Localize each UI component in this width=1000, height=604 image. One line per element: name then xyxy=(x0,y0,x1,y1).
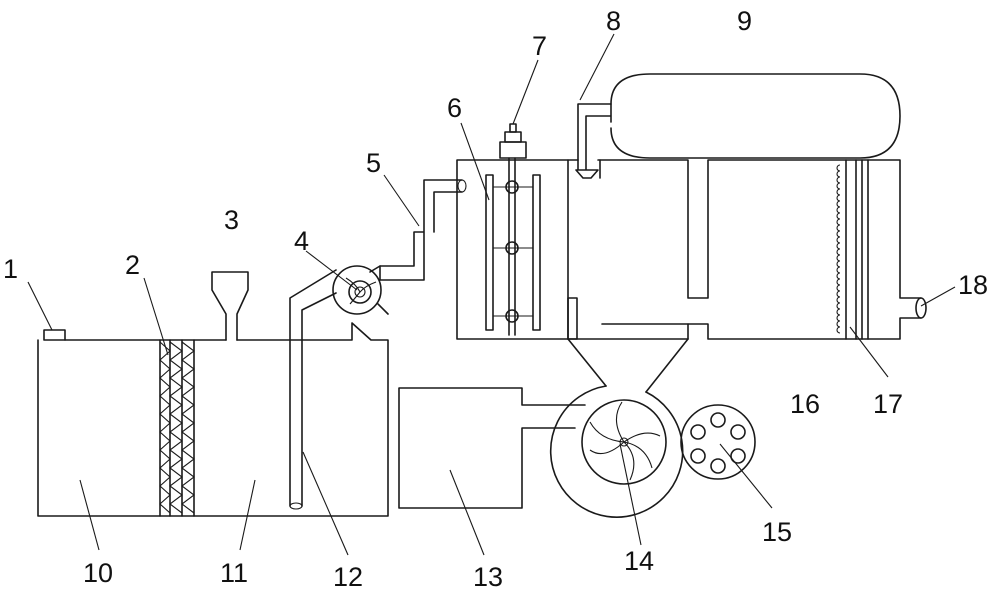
agitator xyxy=(485,157,541,336)
label-8: 8 xyxy=(606,6,621,36)
roller xyxy=(680,404,756,480)
label-11: 11 xyxy=(220,558,248,588)
filter-screen xyxy=(159,339,195,517)
label-13: 13 xyxy=(473,562,503,592)
crusher xyxy=(398,385,684,518)
gas-valve xyxy=(575,103,612,179)
label-4: 4 xyxy=(294,226,309,256)
label-5: 5 xyxy=(366,148,381,178)
left-tank xyxy=(37,322,389,517)
filter-mesh xyxy=(836,159,869,340)
label-18: 18 xyxy=(958,270,988,300)
label-14: 14 xyxy=(624,546,654,576)
label-3: 3 xyxy=(224,205,239,235)
pump xyxy=(332,265,389,315)
suction-pipe xyxy=(289,269,337,507)
label-16: 16 xyxy=(790,389,820,419)
label-12: 12 xyxy=(333,562,363,592)
label-2: 2 xyxy=(125,250,140,280)
discharge-hopper xyxy=(567,338,689,393)
gas-tank xyxy=(610,73,901,159)
label-7: 7 xyxy=(532,31,547,61)
delivery-pipe xyxy=(379,179,463,281)
motor xyxy=(499,123,527,159)
label-15: 15 xyxy=(762,517,792,547)
label-17: 17 xyxy=(873,389,903,419)
leader-lines xyxy=(27,33,956,556)
feed-funnel xyxy=(211,271,249,341)
outlet xyxy=(915,297,927,319)
label-1: 1 xyxy=(3,254,18,284)
label-10: 10 xyxy=(83,558,113,588)
vent-cap xyxy=(43,329,66,341)
label-6: 6 xyxy=(447,93,462,123)
label-9: 9 xyxy=(737,6,752,36)
